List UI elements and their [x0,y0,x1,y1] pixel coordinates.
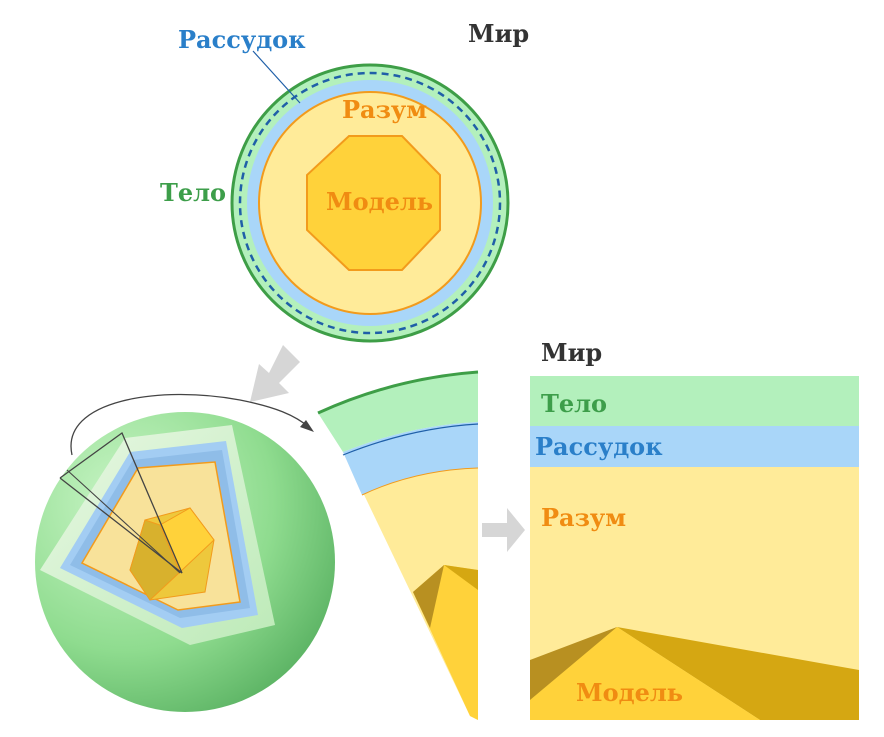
right-arrow-icon [482,508,525,552]
top-world-label: Мир [468,19,529,48]
top-model-label: Модель [326,187,433,216]
panel-body-layer [530,376,859,426]
panel-reason-label: Рассудок [535,432,663,461]
top-reason-label: Рассудок [178,25,306,54]
panel-reason-layer [530,426,859,467]
top-mind-label: Разум [342,95,427,124]
wedge-model-right [444,565,478,590]
wedge-reason [343,422,478,495]
panel-world-label: Мир [541,338,602,367]
panel-model-front [530,627,760,720]
panel-body-label: Тело [541,389,607,418]
sphere-cutaway [35,412,335,712]
reason-leader-line [252,50,301,104]
down-left-arrow-icon [250,345,300,402]
model-octagon [306,135,441,271]
reason-dashed-boundary [238,71,502,335]
panel-model-label: Модель [576,678,683,707]
wedge-mind-edge [361,467,479,496]
wedge-slice [317,370,479,720]
curved-arrow [70,393,311,456]
circle-diagram [230,50,510,343]
wedge-outline [59,431,183,574]
wedge-reason-boundary [342,423,479,456]
curved-arrow-head-icon [300,420,314,432]
model-polyhedron-side [129,519,181,601]
top-body-label: Тело [160,178,226,207]
wedge-outer-edge [317,370,479,415]
wedge-radius-line [66,469,181,574]
layer-panel [530,376,859,720]
wedge-body [318,372,478,452]
wedge-model-dark [413,565,444,628]
panel-mind-label: Разум [541,503,626,532]
panel-model-back [617,627,859,720]
